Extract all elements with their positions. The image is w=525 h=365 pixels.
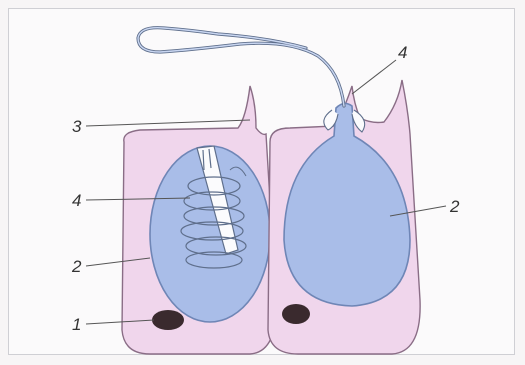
label-2-right: 2 [449, 197, 460, 216]
left-cell [122, 86, 276, 354]
label-1: 1 [72, 315, 81, 334]
left-nucleus [152, 310, 184, 330]
leader-4-right [352, 60, 396, 94]
label-4-right: 4 [398, 43, 407, 62]
label-3: 3 [72, 117, 82, 136]
label-4-left: 4 [72, 191, 81, 210]
leader-3 [86, 120, 250, 126]
label-2-left: 2 [71, 257, 82, 276]
right-everted-thread [138, 28, 344, 106]
right-nucleus [282, 304, 310, 324]
right-thread-highlight [138, 28, 344, 106]
